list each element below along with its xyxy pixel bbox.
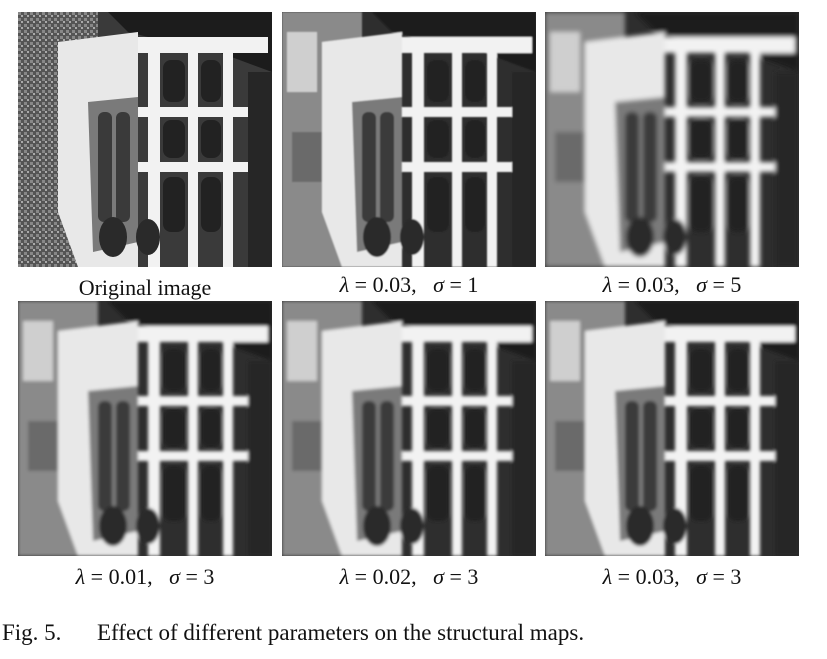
- lambda-symbol: λ: [602, 564, 613, 589]
- caption-p6: λ = 0.03, σ = 3: [545, 564, 799, 590]
- airport-image: [545, 301, 799, 556]
- separator: ,: [674, 564, 697, 589]
- panel-lambda-002-sigma-3: [282, 301, 536, 556]
- sigma-symbol: σ: [696, 564, 707, 589]
- equals-sign: =: [349, 564, 373, 589]
- separator: ,: [411, 564, 434, 589]
- lambda-symbol: λ: [75, 564, 86, 589]
- caption-original-text: Original image: [78, 275, 212, 300]
- separator: ,: [411, 272, 434, 297]
- caption-original: Original image: [18, 275, 272, 301]
- caption-p4: λ = 0.01, σ = 3: [18, 564, 272, 590]
- caption-p5: λ = 0.02, σ = 3: [282, 564, 536, 590]
- airport-image: [545, 12, 799, 267]
- separator: ,: [674, 272, 697, 297]
- sigma-symbol: σ: [433, 272, 444, 297]
- panel-lambda-001-sigma-3: [18, 301, 272, 556]
- lambda-symbol: λ: [602, 272, 613, 297]
- figure-caption-text: Effect of different parameters on the st…: [97, 620, 585, 645]
- lambda-symbol: λ: [339, 564, 350, 589]
- airport-image: [282, 12, 536, 267]
- figure-label: Fig. 5.: [2, 620, 62, 645]
- equals-sign: =: [612, 564, 636, 589]
- sigma-value: 1: [467, 272, 479, 297]
- lambda-value: 0.02: [372, 564, 412, 589]
- sigma-value: 5: [730, 272, 742, 297]
- equals-sign: =: [706, 272, 731, 297]
- airport-image: [18, 12, 272, 267]
- panel-original: [18, 12, 272, 267]
- sigma-symbol: σ: [433, 564, 444, 589]
- sigma-value: 3: [467, 564, 479, 589]
- figure-caption: Fig. 5. Effect of different parameters on…: [2, 620, 584, 646]
- lambda-symbol: λ: [339, 272, 350, 297]
- equals-sign: =: [179, 564, 204, 589]
- caption-p2: λ = 0.03, σ = 1: [282, 272, 536, 298]
- lambda-value: 0.01: [108, 564, 148, 589]
- separator: ,: [147, 564, 170, 589]
- equals-sign: =: [349, 272, 373, 297]
- airport-image: [18, 301, 272, 556]
- panel-lambda-003-sigma-3: [545, 301, 799, 556]
- equals-sign: =: [443, 564, 468, 589]
- lambda-value: 0.03: [372, 272, 412, 297]
- lambda-value: 0.03: [635, 272, 675, 297]
- equals-sign: =: [85, 564, 109, 589]
- airport-image: [282, 301, 536, 556]
- lambda-value: 0.03: [635, 564, 675, 589]
- equals-sign: =: [706, 564, 731, 589]
- caption-p3: λ = 0.03, σ = 5: [545, 272, 799, 298]
- sigma-value: 3: [203, 564, 215, 589]
- equals-sign: =: [443, 272, 468, 297]
- panel-lambda-003-sigma-1: [282, 12, 536, 267]
- sigma-symbol: σ: [696, 272, 707, 297]
- sigma-value: 3: [730, 564, 742, 589]
- equals-sign: =: [612, 272, 636, 297]
- sigma-symbol: σ: [169, 564, 180, 589]
- panel-lambda-003-sigma-5: [545, 12, 799, 267]
